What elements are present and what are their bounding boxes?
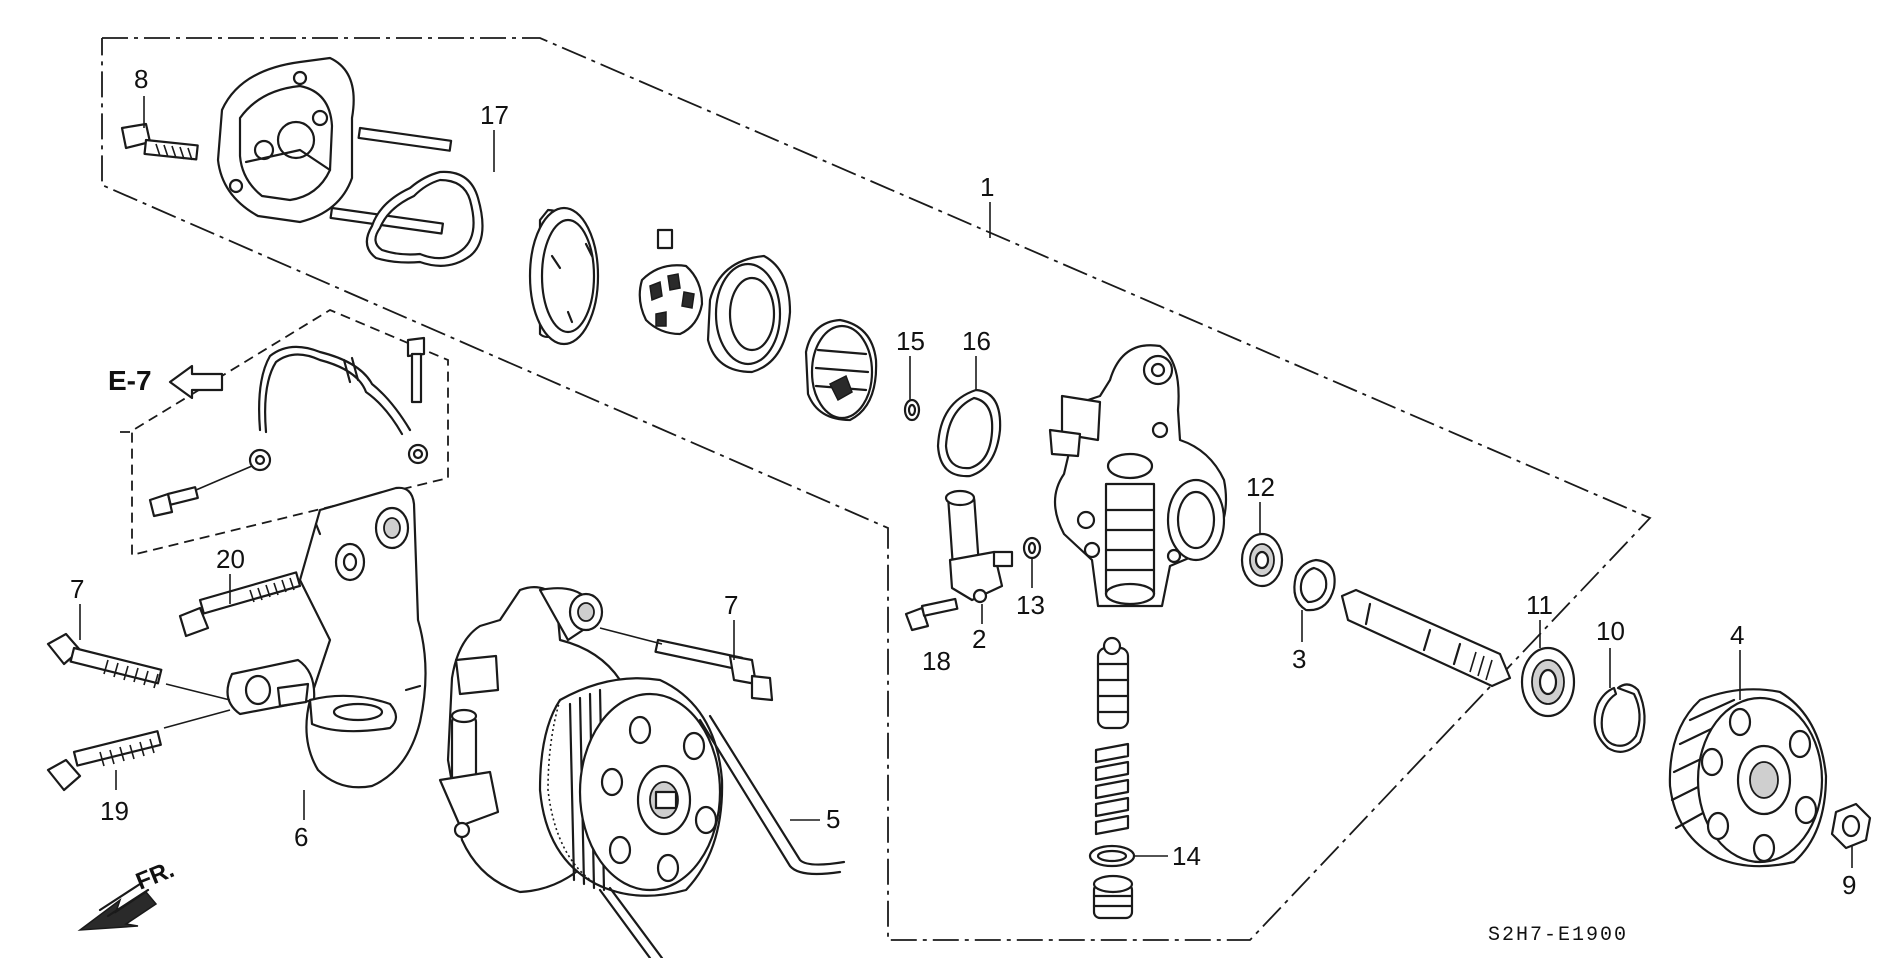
o-ring-16	[936, 388, 1002, 478]
callout-16: 16	[962, 326, 991, 356]
bolt-8	[120, 122, 199, 161]
pump-cover	[216, 56, 355, 224]
front-direction-arrow-icon	[77, 891, 158, 931]
o-ring-17	[365, 170, 484, 267]
cam-ring	[706, 254, 792, 374]
bolt-20	[178, 571, 302, 638]
callout-14: 14	[1172, 841, 1201, 871]
callout-15: 15	[896, 326, 925, 356]
pump-body	[1048, 344, 1228, 608]
flow-control-valve	[1096, 636, 1130, 730]
callout-13: 13	[1016, 590, 1045, 620]
hollow-left-arrow-icon	[168, 364, 224, 400]
reference-label: E-7	[108, 365, 152, 396]
callout-10: 10	[1596, 616, 1625, 646]
cable-bolt-top	[406, 336, 426, 404]
front-direction-arrow-lines	[98, 882, 150, 918]
seal-3	[1293, 558, 1336, 612]
callout-17: 17	[480, 100, 509, 130]
direction-label: FR.	[132, 856, 178, 896]
callout-7-right: 7	[724, 590, 738, 620]
bearing-11	[1520, 646, 1576, 718]
pressure-plate	[804, 318, 878, 422]
pulley-4	[1668, 688, 1828, 868]
valve-spring	[1094, 742, 1130, 836]
ground-cable	[248, 345, 429, 472]
callout-5: 5	[826, 804, 840, 834]
callout-7-left: 7	[70, 574, 84, 604]
callout-19: 19	[100, 796, 129, 826]
installed-pump-pulley	[538, 677, 724, 897]
callout-2: 2	[972, 624, 986, 654]
bolt-7-right	[599, 627, 774, 702]
inlet-joint-2	[944, 489, 1014, 604]
valve-plug	[1092, 874, 1134, 920]
cable-bolt-left	[148, 465, 253, 518]
callout-20: 20	[216, 544, 245, 574]
bolt-19	[46, 709, 231, 792]
callout-9: 9	[1842, 870, 1856, 900]
callout-6: 6	[294, 822, 308, 852]
drive-shaft	[1340, 588, 1512, 688]
assembly-1-outline	[101, 37, 1652, 941]
side-plate	[528, 206, 600, 346]
callout-3: 3	[1292, 644, 1306, 674]
washer-15-hole	[907, 403, 917, 417]
callout-12: 12	[1246, 472, 1275, 502]
leader-lines	[79, 96, 1853, 868]
drive-belt-5	[598, 714, 846, 958]
callout-4: 4	[1730, 620, 1744, 650]
pump-bracket-6	[226, 486, 427, 789]
diagram-code: S2H7-E1900	[1488, 924, 1628, 947]
bolt-18	[904, 597, 959, 632]
nut-9	[1830, 802, 1872, 850]
rotor	[638, 228, 704, 336]
snap-ring-10	[1593, 683, 1646, 753]
callout-1: 1	[980, 172, 994, 202]
ground-cable-group-outline	[120, 308, 449, 557]
bearing-12	[1240, 532, 1284, 588]
bolt-7-left	[46, 632, 231, 701]
washer-13-hole	[1027, 541, 1037, 555]
o-ring-14-hole	[1096, 849, 1128, 863]
callout-18: 18	[922, 646, 951, 676]
callout-8: 8	[134, 64, 148, 94]
callout-11: 11	[1526, 590, 1553, 620]
